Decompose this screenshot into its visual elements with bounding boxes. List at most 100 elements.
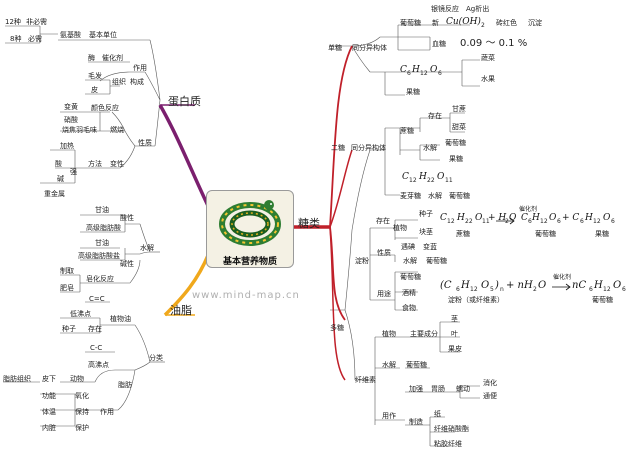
formula: O [538, 280, 547, 291]
formula: H [532, 213, 540, 223]
center-title: 基本营养物质 [222, 257, 277, 267]
catalyst-label: 催化剂 [553, 274, 572, 281]
fat-node: 存在 [88, 325, 102, 333]
subscript: 6 [622, 286, 626, 293]
subscript: 6 [456, 286, 460, 293]
sugar-node: 同分异构体 [352, 44, 387, 52]
sugar-node: 水解 [403, 257, 417, 265]
subscript: 22 [465, 218, 473, 225]
formula: (C [440, 280, 452, 291]
fat-node: 皂化反应 [86, 275, 114, 283]
formula: H [419, 172, 427, 182]
fat-node: 动物 [70, 375, 84, 383]
fat-node: 高级脂肪酸 [86, 224, 121, 232]
sugar-node: 水解 [428, 192, 442, 200]
fat-node: 植物油 [110, 315, 131, 323]
formula: C [440, 213, 447, 223]
subscript: 6 [589, 286, 593, 293]
sugar-node: 甘蔗 [452, 105, 466, 113]
protein-node: 非必需 [26, 18, 47, 26]
subscript: 22 [427, 177, 435, 184]
fat-node: 皮下 [42, 375, 56, 383]
reaction-arrow [496, 217, 515, 225]
sugar-node: 植物 [393, 224, 407, 232]
subscript: n [500, 286, 504, 293]
formula: C [521, 213, 528, 223]
fat-node: 功能 [42, 392, 56, 400]
sugar-node: 存在 [376, 217, 390, 225]
protein-title: 蛋白质 [168, 95, 201, 108]
sugar-node: 主要成分 [410, 330, 438, 338]
formula: H [585, 213, 593, 223]
protein-node: 碱 [57, 175, 64, 183]
formula: C [400, 65, 407, 75]
sugar-node: 存在 [428, 112, 442, 120]
subscript: 6 [580, 218, 584, 225]
sugar-node: 银镜反应 [431, 5, 459, 13]
protein-node: 皮 [91, 86, 98, 94]
formula: O [481, 280, 490, 291]
fat-node: 保护 [75, 424, 89, 432]
sugar-node: 麦芽糖 [400, 192, 421, 200]
snake-ring-icon [219, 200, 281, 246]
formula-label: 蔗糖 [456, 230, 470, 238]
fat-node: 水解 [140, 244, 154, 252]
sugar-node: 蔗糖 [400, 127, 414, 135]
sugar-node: 沉淀 [528, 19, 542, 27]
sugar-node: 0.09 ～ 0.1 % [460, 38, 528, 49]
fat-node: 种子 [62, 325, 76, 333]
formula: H [457, 213, 465, 223]
sugar-node: 蔬菜 [481, 54, 495, 62]
fat-node: 作用 [100, 408, 114, 416]
sugar-node: 通便 [483, 392, 497, 400]
sugar-node: 甜菜 [452, 123, 466, 131]
formula: nC [572, 280, 587, 291]
formula-label: 果糖 [595, 230, 609, 238]
sugar-node: 葡萄糖 [449, 192, 470, 200]
fat-node: 脂肪 [118, 381, 132, 389]
formula: O [475, 213, 483, 223]
sugar-node: Ag析出 [466, 5, 490, 13]
protein-node: 变黄 [64, 103, 78, 111]
protein-node: 必需 [28, 35, 42, 43]
sugar-node: 种子 [419, 210, 433, 218]
subscript: 2 [481, 22, 485, 29]
subscript: 11 [482, 218, 490, 225]
formula: C [402, 172, 409, 182]
watermark: www.mind-map.cn [192, 290, 300, 301]
protein-node: 烧焦羽毛味 [62, 126, 97, 134]
reaction-arrow [552, 283, 571, 291]
center-node: 基本营养物质 [206, 190, 294, 268]
subscript: 6 [407, 70, 411, 77]
catalyst-label: 催化剂 [519, 206, 538, 213]
fat-node: 氧化 [75, 392, 89, 400]
formula: + nH [506, 280, 533, 291]
sugar-node: 单糖 [328, 44, 342, 52]
sugar-node: 葡萄糖 [445, 139, 466, 147]
sugar-node: 消化 [483, 379, 497, 387]
sugar-node: 纤维硝酸酯 [434, 425, 469, 433]
sugar-node: 蠕动 [456, 385, 470, 393]
fat-node: 分类 [149, 354, 163, 362]
formula: H [461, 280, 470, 291]
formula: O [613, 280, 622, 291]
sugar-node: 制造 [409, 418, 423, 426]
formula: H [412, 65, 420, 75]
sugar-node: 葡萄糖 [406, 361, 427, 369]
sugar-node: 胃肠 [431, 385, 445, 393]
sugar-node: 水解 [382, 361, 396, 369]
formula-label: 葡萄糖 [535, 230, 556, 238]
protein-node: 颜色反应 [91, 104, 119, 112]
protein-node: 作用 [133, 64, 147, 72]
subscript: 12 [540, 218, 548, 225]
subscript: 2 [533, 286, 537, 293]
fat-node: 甘油 [95, 206, 109, 214]
protein-node: 加热 [60, 142, 74, 150]
protein-node: 强 [70, 168, 77, 176]
fat-node: 保持 [75, 408, 89, 416]
protein-node: 毛发 [88, 72, 102, 80]
fat-node: 内脏 [42, 424, 56, 432]
protein-node: 8种 [10, 35, 22, 43]
sugar-node: 水果 [481, 75, 495, 83]
